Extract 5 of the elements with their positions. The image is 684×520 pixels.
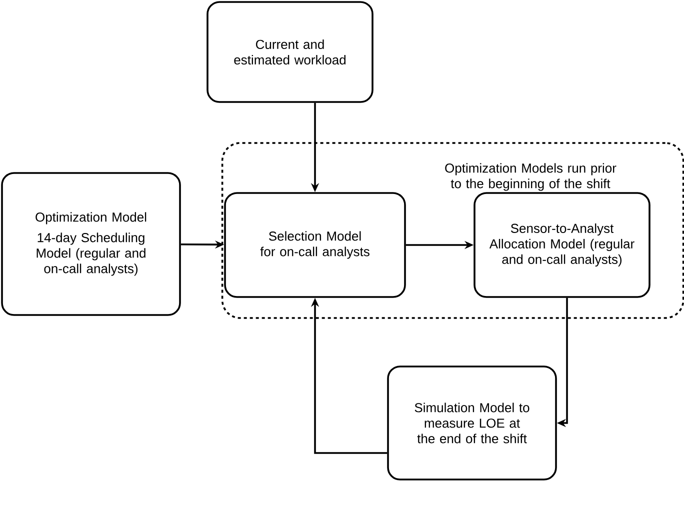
process-box: Current and estimated workload [206, 1, 374, 103]
process-box: Simulation Model to measure LOE at the end of the shift [387, 366, 557, 480]
process-box: Optimization Model 14-day Scheduling Model (regular and on-call analysts) [1, 172, 181, 316]
process-box: Sensor-to-Analyst Allocation Model (regular and on-call analysts) [474, 192, 650, 298]
process-box: Selection Model for on-call analysts [224, 192, 406, 298]
